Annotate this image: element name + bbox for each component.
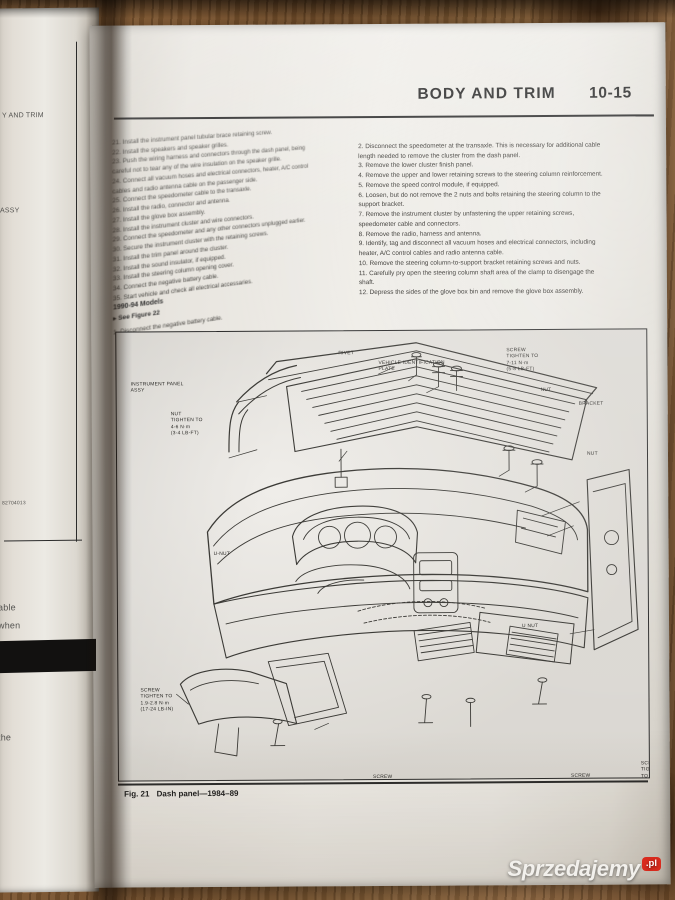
figure-caption: Fig. 21 Dash panel—1984–89 xyxy=(124,789,238,799)
left-page-fragment-cable: able xyxy=(0,602,16,613)
figure-caption-label: Fig. 21 xyxy=(124,789,150,799)
page-number: 10-15 xyxy=(589,84,632,102)
figure-21-dash-panel: INSTRUMENT PANEL ASSY NUT TIGHTEN TO 4-6… xyxy=(115,328,650,782)
list-item: 7. Remove the instrument cluster by unfa… xyxy=(358,209,575,229)
left-page-column-rule xyxy=(76,41,77,542)
left-text-column: 21. Install the instrument panel tubular… xyxy=(112,125,321,338)
left-page-fragment-when: when xyxy=(0,620,21,631)
label-bracket: BRACKET xyxy=(578,401,604,407)
left-page-fragment-trim: Y AND TRIM xyxy=(2,112,44,120)
list-item: 2. Disconnect the speedometer at the tra… xyxy=(358,141,601,160)
left-page-fragment-assy: ASSY xyxy=(0,207,20,215)
left-page-fragment-the: the xyxy=(0,732,12,743)
label-u-nut-right: U NUT xyxy=(522,624,539,630)
watermark: Sprzedajemy .pl xyxy=(507,856,661,882)
label-screw-torque-right-edge: SCREW TIGHTEN TO 7-11 N·m (5-8 LB-FT) xyxy=(640,761,650,781)
watermark-badge: .pl xyxy=(641,857,661,871)
list-item: 6. Loosen, but do not remove the 2 nuts … xyxy=(358,190,601,209)
label-screw-torque-bottom-left: SCREW TIGHTEN TO 1.9-2.8 N·m (17-24 LB-I… xyxy=(140,688,174,713)
page-header: BODY AND TRIM 10-15 xyxy=(114,84,644,117)
dash-panel-technical-drawing xyxy=(176,342,639,757)
list-item: 11. Carefully pry open the steering colu… xyxy=(358,268,595,287)
label-screw-torque-bottom-center: SCREW TIGHTEN TO 7-11 N·m (5-8 LB-FT) xyxy=(372,774,405,782)
page-title: BODY AND TRIM xyxy=(417,84,556,103)
label-screw-torque-top-right: SCREW TIGHTEN TO 7-11 N·m (5-8 LB-FT) xyxy=(506,348,539,373)
left-page-fragment-code: 82704013 xyxy=(2,500,26,507)
label-nut-right-lower: NUT xyxy=(586,451,598,457)
list-item: 12. Depress the sides of the glove box b… xyxy=(358,287,584,297)
right-text-column: 2. Disconnect the speedometer at the tra… xyxy=(358,141,607,298)
label-nut-right-upper: NUT xyxy=(540,387,552,394)
left-page-box-bottom xyxy=(4,539,82,542)
label-u-nut-left: U-NUT xyxy=(213,551,231,558)
list-item: 9. Identify, tag and disconnect all vacu… xyxy=(358,239,596,258)
label-instrument-panel-assy: INSTRUMENT PANEL ASSY xyxy=(130,382,184,394)
left-page-dark-band xyxy=(0,638,96,674)
label-nut-torque-upper-left: NUT TIGHTEN TO 4-6 N·m (3-4 LB-FT) xyxy=(170,412,203,437)
label-vehicle-identification-plate: VEHICLE IDENTIFICATION PLATE xyxy=(378,360,445,373)
top-shadow xyxy=(0,0,675,18)
figure-caption-text: Dash panel—1984–89 xyxy=(156,788,239,799)
label-rivet: RIVET xyxy=(338,351,355,357)
right-page: BODY AND TRIM 10-15 21. Install the inst… xyxy=(89,22,671,888)
left-page: Y AND TRIM ASSY 82704013 able when and t… xyxy=(0,7,99,893)
left-page-content: Y AND TRIM ASSY 82704013 able when and t… xyxy=(0,32,91,853)
watermark-text: Sprzedajemy xyxy=(507,856,640,881)
